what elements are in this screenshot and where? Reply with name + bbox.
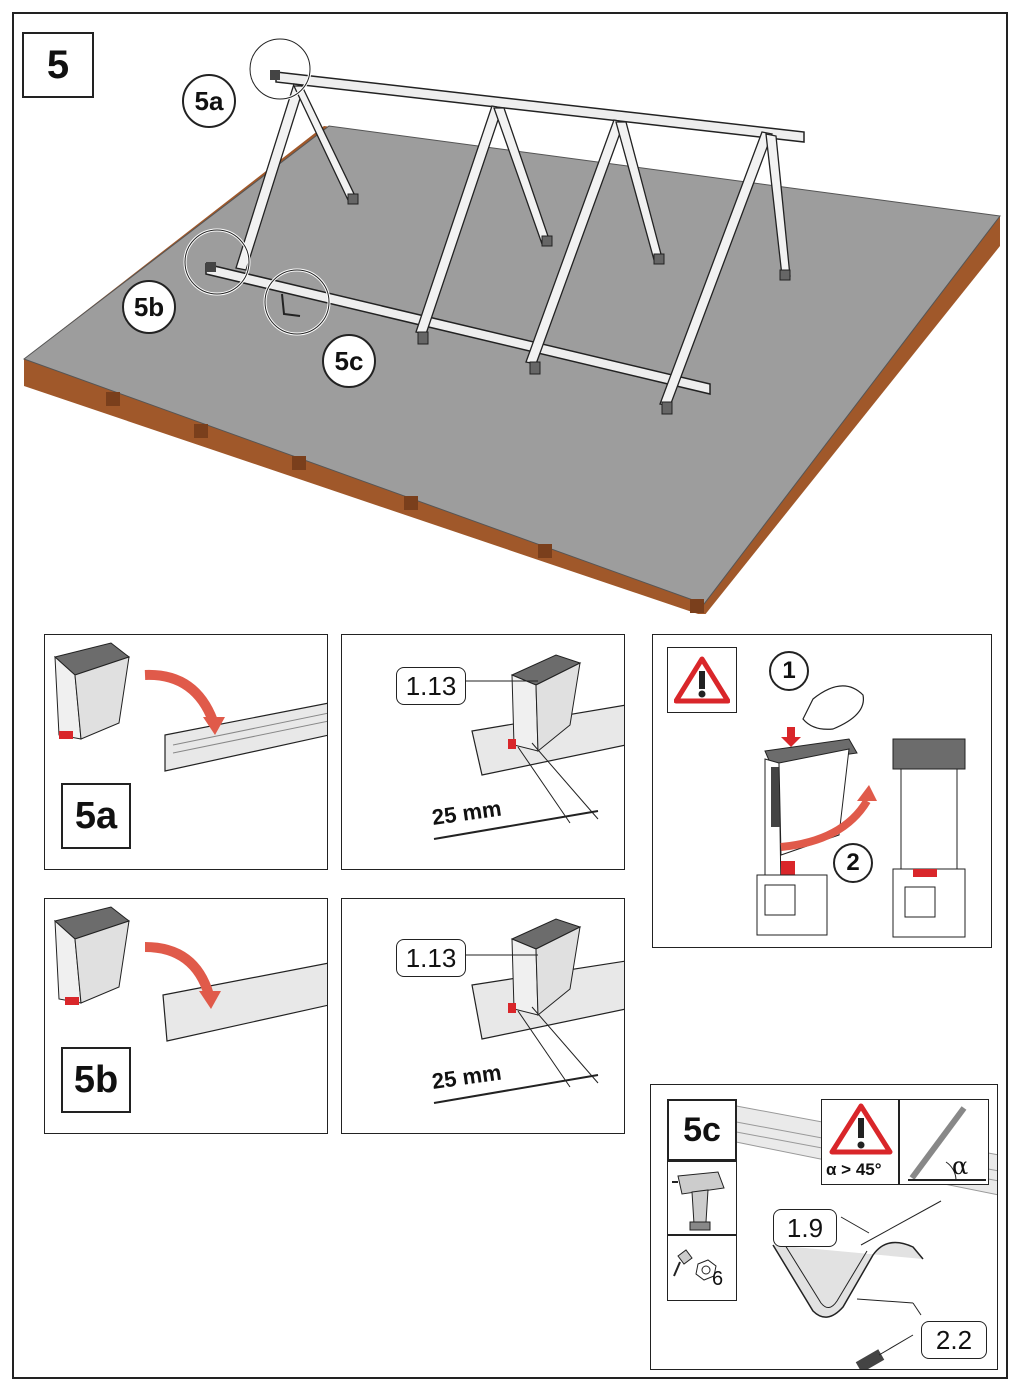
roof-angle-icon	[908, 1106, 986, 1181]
deck-battens	[106, 392, 704, 613]
callout-label-5a: 5a	[182, 74, 236, 128]
angle-diagram-box: α	[899, 1099, 989, 1185]
clamp-removal-illustration	[756, 685, 966, 938]
warning-angle-box: α > 45°	[821, 1099, 899, 1185]
step-marker-1: 1	[769, 651, 809, 691]
clamp-position-illustration-5b	[433, 918, 624, 1104]
tool-drill-box	[667, 1161, 737, 1235]
warning-triangle-icon	[674, 656, 730, 704]
clamp-onto-rail-illustration	[53, 642, 327, 772]
panel-label-5b: 5b	[61, 1047, 131, 1113]
step-number: 5	[46, 42, 70, 87]
step-marker-2: 2	[833, 843, 873, 883]
drill-icon	[672, 1171, 725, 1231]
hex-socket-icon	[673, 1249, 717, 1281]
overview-illustration	[22, 37, 1001, 614]
callout-label-5b: 5b	[122, 280, 176, 334]
clamp-onto-rail-illustration-5b	[53, 906, 327, 1042]
clamp-position-illustration	[433, 654, 624, 840]
feet	[347, 193, 791, 415]
panel-5c-roof-hook: 5c 6 α > 45°	[650, 1084, 998, 1370]
part-tag-1-13: 1.13	[396, 667, 466, 705]
panel-warning-removal: 1 2	[652, 634, 992, 948]
panel-5a-clamp-placement: 5a	[44, 634, 328, 870]
tool-size: 6	[712, 1268, 724, 1290]
hook-5c	[281, 293, 301, 317]
part-tag-2-2: 2.2	[921, 1321, 987, 1359]
angle-condition: α > 45°	[826, 1160, 882, 1179]
part-tag-1-13-5b: 1.13	[396, 939, 466, 977]
panel-label-5a: 5a	[61, 783, 131, 849]
part-tag-1-9: 1.9	[773, 1209, 837, 1247]
warning-triangle-icon-5c	[829, 1103, 893, 1155]
instruction-page: 5	[12, 12, 1008, 1379]
warning-icon-box	[667, 647, 737, 713]
supports	[235, 83, 791, 407]
step-number-box: 5	[22, 32, 94, 98]
tool-socket-box: 6	[667, 1235, 737, 1301]
angle-symbol: α	[952, 1152, 969, 1180]
roof-surface	[22, 125, 1001, 605]
panel-5b-measurement: 1.13 25 mm	[341, 898, 625, 1134]
callout-label-5c: 5c	[322, 334, 376, 388]
clamp-5b	[206, 262, 216, 272]
clamp-5a	[270, 70, 280, 80]
panel-5a-measurement: 1.13 25 mm	[341, 634, 625, 870]
panel-5b-clamp-placement: 5b	[44, 898, 328, 1134]
panel-label-5c: 5c	[667, 1099, 737, 1161]
